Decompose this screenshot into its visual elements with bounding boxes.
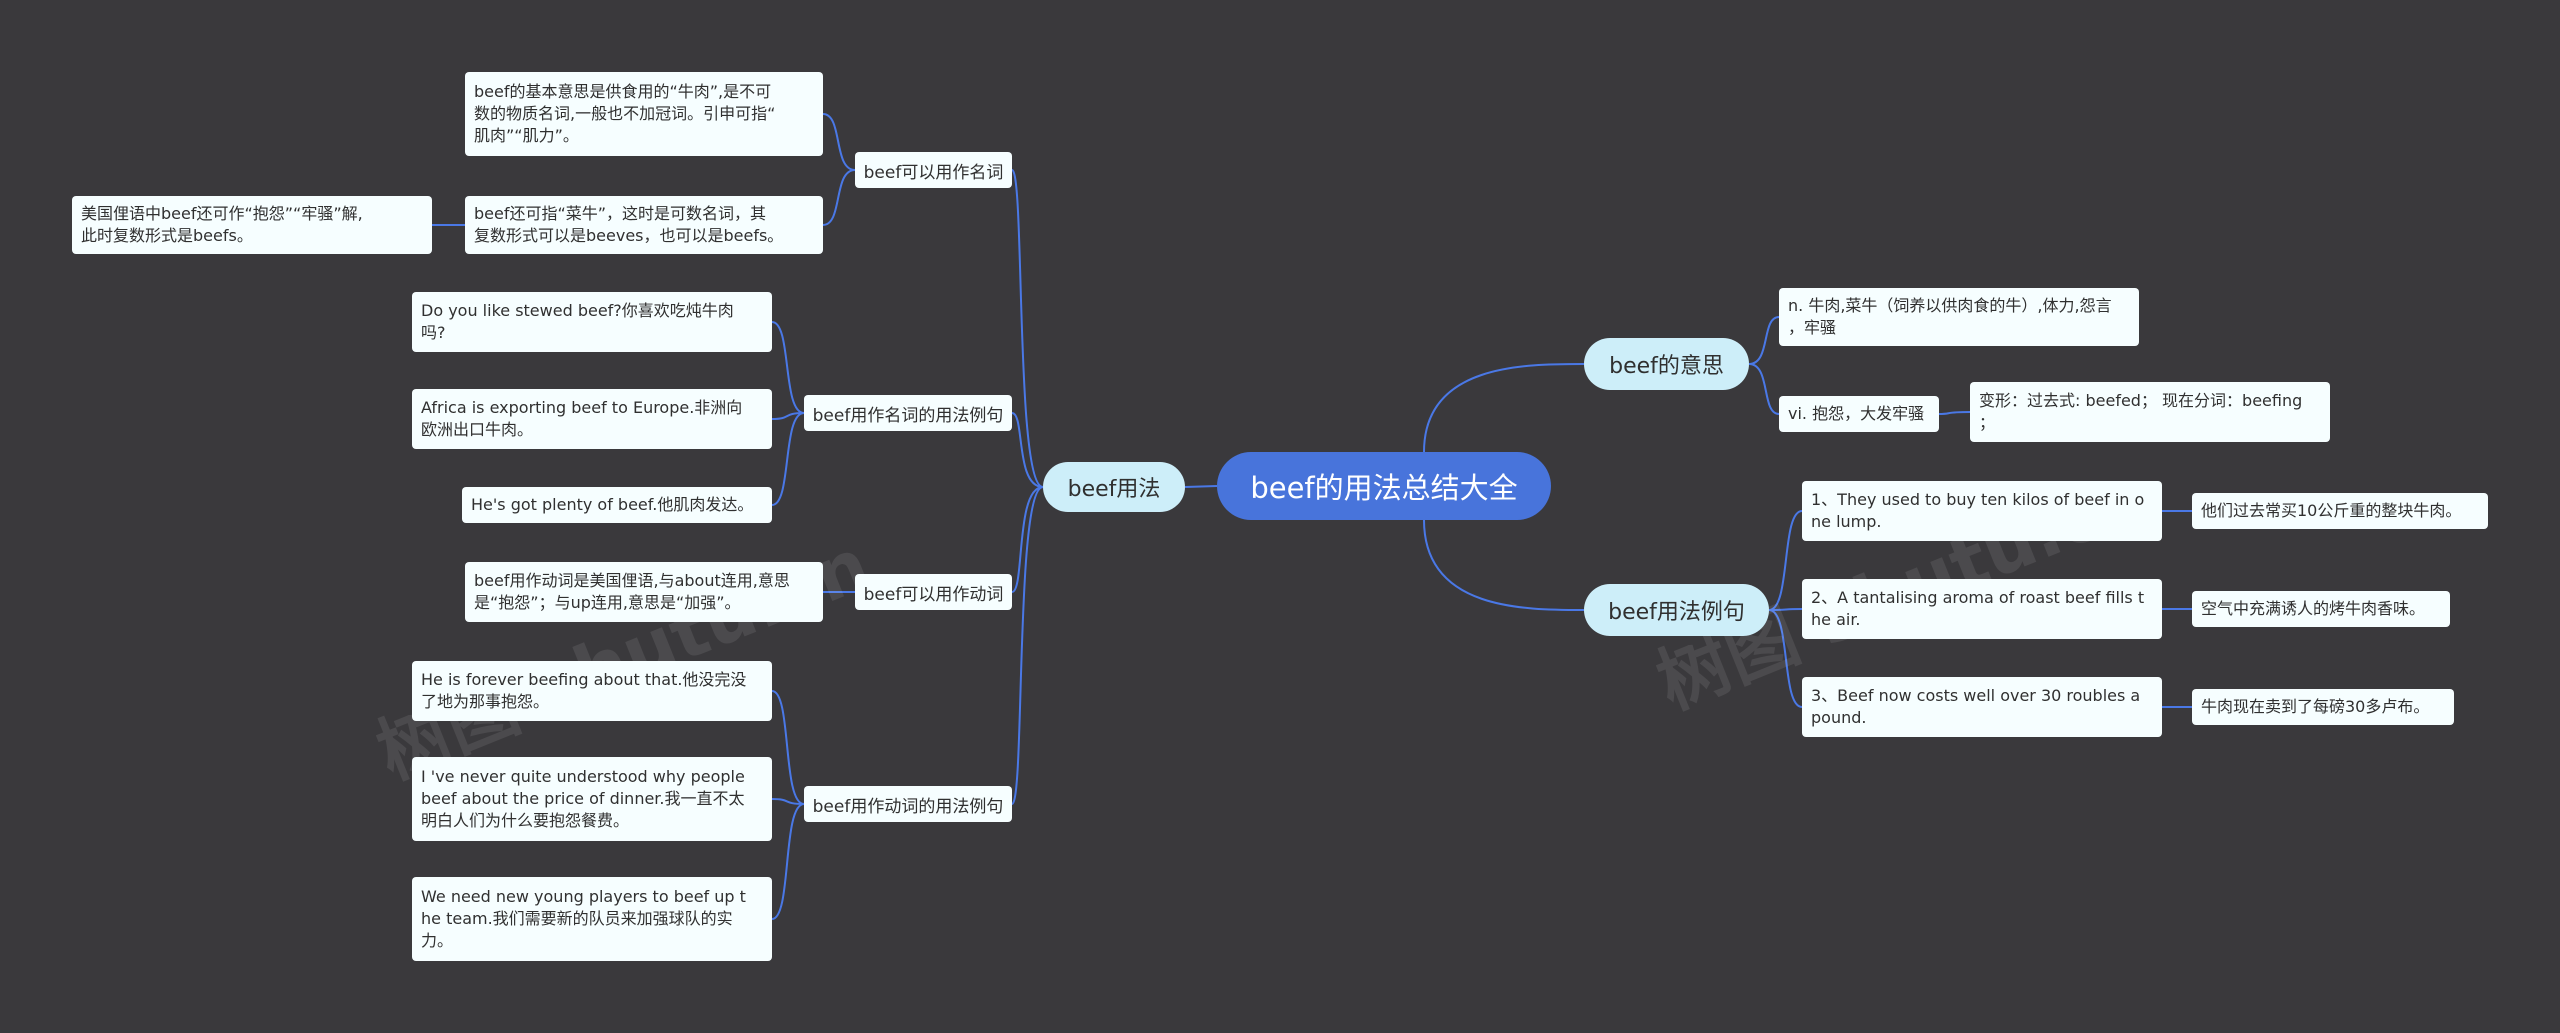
link-u-vex-ve2 xyxy=(771,798,805,805)
example-sentence[interactable]: 2、A tantalising aroma of roast beef fill… xyxy=(1802,579,2162,639)
link-b-usage-u-vex xyxy=(1011,486,1044,805)
example-translation[interactable]: 他们过去常买10公斤重的整块牛肉。 xyxy=(2192,493,2488,529)
usage-noun-example[interactable]: Do you like stewed beef?你喜欢吃炖牛肉 吗? xyxy=(412,292,772,352)
branch-examples[interactable]: beef用法例句 xyxy=(1584,584,1769,636)
usage-noun-example[interactable]: He's got plenty of beef.他肌肉发达。 xyxy=(462,487,772,523)
example-sentence[interactable]: 1、They used to buy ten kilos of beef in … xyxy=(1802,481,2162,541)
link-b-meaning-m-n xyxy=(1748,316,1780,365)
meaning-noun[interactable]: n. 牛肉,菜牛（饲养以供肉食的牛）,体力,怨言 ，牢骚 xyxy=(1779,288,2139,346)
example-sentence[interactable]: 3、Beef now costs well over 30 roubles a … xyxy=(1802,677,2162,737)
usage-verb-item[interactable]: beef用作动词是美国俚语,与about连用,意思 是“抱怨”；与up连用,意思… xyxy=(465,562,823,622)
usage-noun[interactable]: beef可以用作名词 xyxy=(855,152,1012,188)
link-b-examples-e2 xyxy=(1768,608,1803,611)
usage-verb[interactable]: beef可以用作动词 xyxy=(855,574,1012,610)
usage-verb-example[interactable]: I 've never quite understood why people … xyxy=(412,757,772,841)
link-b-examples-e3 xyxy=(1768,609,1803,708)
link-b-usage-u-nex xyxy=(1011,412,1044,488)
usage-noun-subnote[interactable]: 美国俚语中beef还可作“抱怨”“牢骚”解, 此时复数形式是beefs。 xyxy=(72,196,432,254)
link-b-usage-u-noun xyxy=(1011,169,1044,488)
link-u-noun-n1 xyxy=(822,113,856,171)
link-b-meaning-m-vi xyxy=(1748,363,1780,415)
link-u-vex-ve3 xyxy=(771,803,805,920)
link-root-b-meaning xyxy=(1423,363,1585,453)
link-u-vex-ve1 xyxy=(771,690,805,805)
usage-noun-item[interactable]: beef还可指“菜牛”，这时是可数名词，其 复数形式可以是beeves，也可以是… xyxy=(465,196,823,254)
example-translation[interactable]: 空气中充满诱人的烤牛肉香味。 xyxy=(2192,591,2450,627)
link-m-vi-m-inf xyxy=(1938,411,1971,415)
meaning-inflection[interactable]: 变形：过去式: beefed； 现在分词：beefing ； xyxy=(1970,382,2330,442)
link-b-usage-u-verb xyxy=(1011,486,1044,593)
example-translation[interactable]: 牛肉现在卖到了每磅30多卢布。 xyxy=(2192,689,2454,725)
branch-meaning[interactable]: beef的意思 xyxy=(1584,338,1749,390)
meaning-verb[interactable]: vi. 抱怨，大发牢骚 xyxy=(1779,396,1939,432)
link-u-nex-ne2 xyxy=(771,412,805,420)
usage-noun-example[interactable]: Africa is exporting beef to Europe.非洲向 欧… xyxy=(412,389,772,449)
link-u-nex-ne3 xyxy=(771,412,805,506)
root-node[interactable]: beef的用法总结大全 xyxy=(1217,452,1551,520)
usage-verb-examples[interactable]: beef用作动词的用法例句 xyxy=(804,786,1012,822)
link-u-noun-n2 xyxy=(822,169,856,226)
branch-usage[interactable]: beef用法 xyxy=(1043,462,1185,512)
usage-noun-item[interactable]: beef的基本意思是供食用的“牛肉”,是不可 数的物质名词,一般也不加冠词。引申… xyxy=(465,72,823,156)
link-b-examples-e1 xyxy=(1768,510,1803,611)
usage-verb-example[interactable]: He is forever beefing about that.他没完没 了地… xyxy=(412,661,772,721)
usage-verb-example[interactable]: We need new young players to beef up t h… xyxy=(412,877,772,961)
link-root-b-examples xyxy=(1423,519,1585,611)
link-root-usage xyxy=(1184,485,1218,488)
link-u-nex-ne1 xyxy=(771,321,805,414)
usage-noun-examples[interactable]: beef用作名词的用法例句 xyxy=(804,395,1012,431)
